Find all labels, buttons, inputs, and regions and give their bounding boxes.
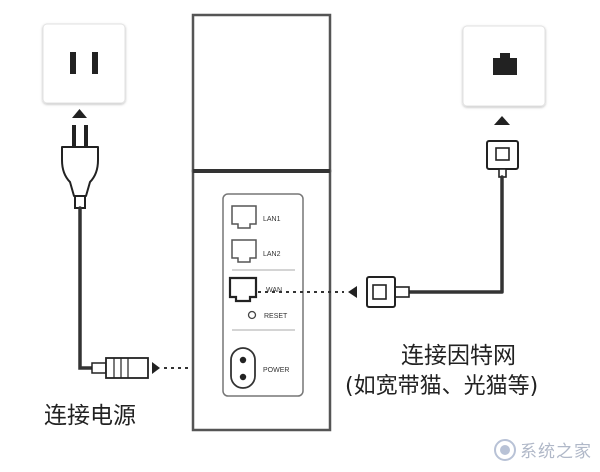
internet-label-line1: 连接因特网 (401, 343, 516, 369)
lan1-port: LAN1 (231, 205, 281, 229)
watermark-logo-icon (494, 438, 516, 461)
wan-port: WAN (228, 276, 282, 303)
power-connector (91, 357, 160, 379)
lan1-label: LAN1 (263, 216, 281, 223)
arrow-left-icon (348, 286, 357, 298)
internet-label-line2: (如宽带猫、光猫等) (345, 374, 539, 399)
watermark-text: 系统之家 (520, 442, 592, 462)
power-plug-icon (61, 125, 99, 209)
router-top (191, 13, 332, 173)
power-outlet-icon (42, 23, 126, 104)
power-port: POWER (230, 347, 289, 389)
network-wall-jack-icon (462, 25, 546, 107)
lan2-label: LAN2 (263, 251, 281, 258)
reset-label: RESET (264, 313, 288, 320)
watermark: 系统之家 (494, 437, 592, 462)
power-cable (78, 206, 96, 370)
arrow-up-icon (494, 116, 510, 125)
wan-label: WAN (266, 287, 282, 294)
router: LAN1 LAN2 WAN RESET POWER (191, 13, 332, 432)
lan2-port: LAN2 (231, 239, 281, 263)
power-label: 连接电源 (44, 403, 136, 429)
ethernet-plug-icon (366, 276, 410, 308)
network-cable (406, 175, 504, 294)
arrow-up-icon (72, 109, 87, 118)
ethernet-plug-icon (486, 140, 519, 178)
reset-button: RESET (247, 310, 288, 320)
power-port-label: POWER (263, 367, 289, 374)
